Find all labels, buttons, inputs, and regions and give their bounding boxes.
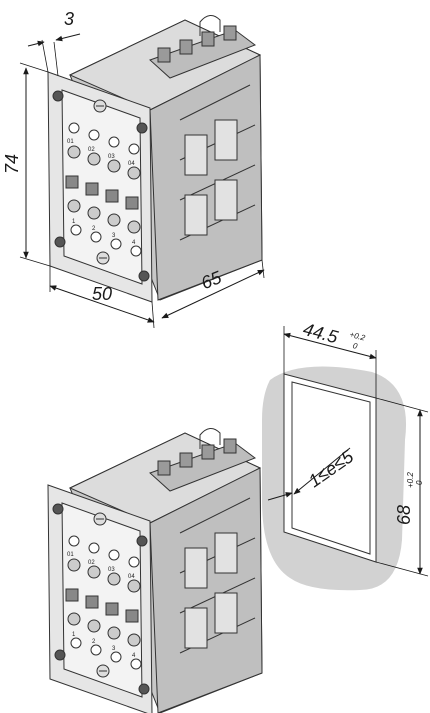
dim-cutout-width-value: 44.5 (301, 319, 341, 348)
dimension-height: 74 (2, 62, 51, 267)
panel-cutout: 44.5 +0.2 0 68 +0.2 0 1≤e≤5 (262, 319, 429, 591)
module2-top-label-03: 03 (108, 567, 115, 573)
dim-height-value: 74 (2, 154, 22, 174)
module2-top-label-04: 04 (128, 574, 135, 580)
dim-width-value: 50 (92, 284, 112, 304)
dim-cutout-width-tol-lower: 0 (352, 341, 359, 351)
dim-cutout-height-tol-lower: 0 (415, 480, 424, 485)
module-bottom-label-3: 3 (112, 233, 116, 239)
module-top-label-04: 04 (128, 161, 135, 167)
module2-bottom-label-1: 1 (72, 632, 76, 638)
module2-top-label-02: 02 (88, 560, 95, 566)
dim-cutout-height-tol-upper: +0.2 (406, 472, 415, 488)
module2-top-label-01: 01 (67, 552, 74, 558)
module-top-label-03: 03 (108, 154, 115, 160)
module-top-label-01: 01 (67, 139, 74, 145)
module-bottom-label-1: 1 (72, 219, 76, 225)
dim-cutout-height-value: 68 (394, 505, 414, 525)
dim-thickness-value: 3 (64, 9, 74, 29)
dimension-width: 50 (49, 266, 155, 329)
relay-module-bottom: 01 02 03 04 1 2 3 4 (47, 427, 263, 713)
module2-bottom-label-2: 2 (92, 639, 96, 645)
module2-bottom-label-4: 4 (132, 653, 136, 659)
module-bottom-label-4: 4 (132, 240, 136, 246)
module-top-label-02: 02 (88, 147, 95, 153)
relay-module-top: 01 02 03 04 1 2 3 4 (47, 14, 263, 303)
dim-cutout-width-tol-upper: +0.2 (349, 330, 367, 343)
dimension-thickness: 3 (27, 9, 81, 77)
module2-bottom-label-3: 3 (112, 646, 116, 652)
module-bottom-label-2: 2 (92, 226, 96, 232)
